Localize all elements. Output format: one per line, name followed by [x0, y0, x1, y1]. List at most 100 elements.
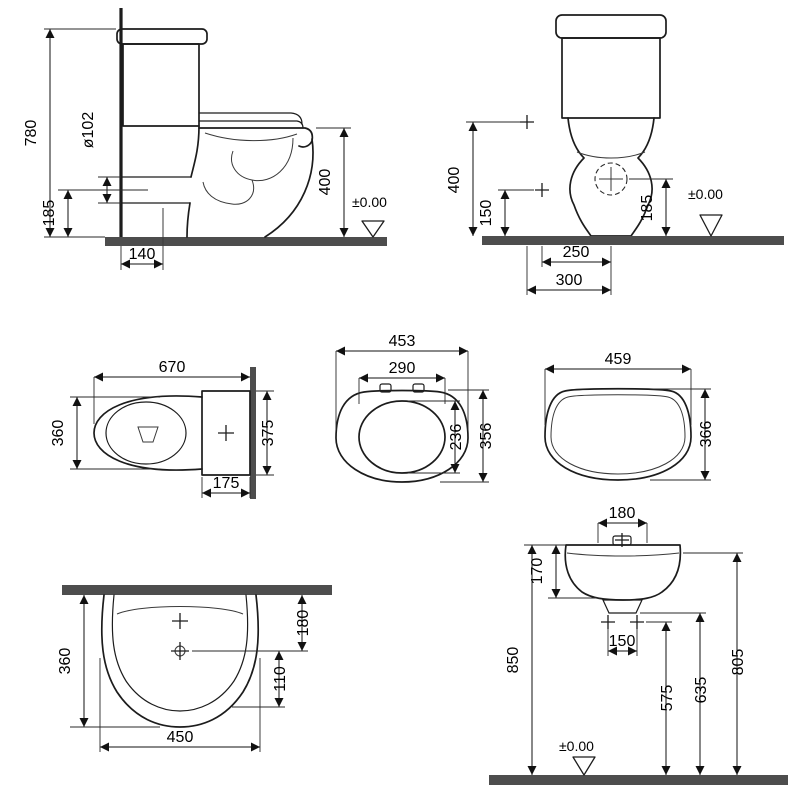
dimension-label: 150	[609, 633, 636, 650]
dim-plan-670: 670	[93, 359, 250, 424]
dim-front-400: 400	[446, 121, 520, 236]
seat-profile	[198, 112, 304, 129]
dimension-label: 175	[213, 475, 240, 492]
lid-outline	[544, 387, 692, 481]
cistern-plan-outline	[201, 390, 251, 476]
tap-deck-line	[116, 606, 244, 615]
floor-slab	[489, 775, 788, 785]
fixing-hole-marker	[520, 115, 534, 129]
cistern-center-marker	[218, 425, 234, 441]
dim-side-102: ø102	[80, 112, 121, 204]
seat-hinge	[412, 383, 425, 393]
datum-level-icon	[572, 756, 596, 776]
wall-line	[62, 585, 332, 595]
cistern-outline	[122, 43, 200, 127]
outlet-center-cross	[599, 167, 623, 191]
dimension-label: 805	[730, 649, 747, 676]
dimension-label: 375	[260, 420, 277, 447]
dim-side-400: 400	[316, 127, 351, 237]
basin-front-view-drawing: 180 170 150 850 575 635	[489, 505, 788, 785]
dim-basin-plan-360: 360	[57, 595, 160, 728]
datum-level-icon	[361, 220, 385, 238]
outlet-hidden-circle	[594, 162, 628, 196]
inner-rim-line	[204, 132, 298, 142]
dimension-label: 140	[129, 246, 156, 263]
basin-inner-rim	[111, 594, 249, 712]
dimension-label: 290	[389, 360, 416, 377]
dim-seat-236: 236	[408, 400, 465, 474]
basin-outline	[564, 544, 682, 601]
datum-label: ±0.00	[352, 194, 387, 210]
datum-level-icon	[699, 214, 723, 237]
dimension-label: 850	[505, 647, 522, 674]
dimension-label: 110	[272, 666, 289, 692]
dimension-label: 236	[448, 424, 465, 451]
dim-basin-front-850: 850	[505, 544, 566, 775]
dimension-label: 459	[605, 351, 632, 368]
seat-outline	[335, 389, 469, 483]
dim-front-250: 250	[541, 244, 612, 295]
dim-basin-front-635: 635	[640, 612, 710, 775]
dimension-label: 300	[556, 272, 583, 289]
dimension-label: 356	[478, 423, 495, 450]
bowl-plan-outline	[93, 395, 203, 471]
dimension-label: 150	[478, 200, 495, 227]
dimension-label: 185	[639, 195, 656, 222]
dimension-label: 575	[659, 685, 676, 712]
dim-basin-front-575: 575	[646, 621, 676, 775]
dim-side-780: 780	[23, 28, 116, 238]
dim-seat-290: 290	[358, 360, 446, 404]
dim-basin-plan-180: 180	[192, 595, 312, 652]
trapway-lines	[202, 137, 294, 205]
siphon-outline	[602, 599, 643, 614]
dimension-label: ø102	[80, 112, 97, 149]
dimension-label: 400	[317, 169, 334, 196]
drain-detail	[137, 426, 159, 443]
dim-front-300: 300	[526, 246, 611, 295]
basin-rim-line	[566, 552, 680, 557]
dimension-label: 180	[609, 505, 636, 522]
bowl-inner-rim	[105, 401, 187, 465]
dim-side-185: 185	[41, 189, 148, 237]
dimension-label: 453	[389, 333, 416, 350]
dimension-label: 360	[57, 648, 74, 675]
bowl-front-profile	[264, 138, 314, 238]
datum-front: ±0.00	[688, 186, 723, 237]
dim-seat-453: 453	[335, 333, 469, 430]
datum-label: ±0.00	[688, 186, 723, 202]
basin-plan-view-drawing: 360 180 110 450	[57, 585, 332, 752]
dimension-label: 635	[693, 677, 710, 704]
dim-lid-366: 366	[650, 388, 715, 481]
dimension-label: 185	[41, 200, 58, 227]
fixing-hole-marker	[601, 615, 615, 629]
cistern-lid-outline	[555, 14, 667, 39]
cistern-outline	[561, 37, 661, 119]
seat-plan-view-drawing: 453 290 236 356	[335, 333, 495, 483]
toilet-front-view-drawing: 400 150 185 250 300 ±0.00	[446, 14, 784, 295]
floor-slab	[482, 236, 784, 245]
wall-line	[250, 367, 256, 499]
fixing-hole-marker	[630, 615, 644, 629]
dimension-label: 366	[698, 421, 715, 448]
dim-seat-356: 356	[440, 389, 495, 483]
tap-hole-marker	[172, 613, 188, 629]
dimension-label: 180	[295, 610, 312, 637]
datum-side: ±0.00	[352, 194, 387, 238]
floor-slab	[105, 237, 387, 246]
datum-basin: ±0.00	[559, 738, 596, 776]
lid-plan-view-drawing: 459 366	[544, 351, 715, 481]
seat-hinge	[379, 383, 392, 393]
dim-front-150: 150	[478, 189, 534, 236]
seat-opening	[358, 400, 446, 474]
basin-outline	[100, 594, 260, 728]
toilet-side-view-drawing: 780 ø102 185 400 140 ±0.00	[23, 8, 387, 270]
dimension-label: 670	[159, 359, 186, 376]
overflow-center-marker	[171, 642, 189, 660]
dim-basin-front-150: 150	[607, 629, 638, 656]
dim-front-185: 185	[629, 178, 673, 236]
dim-basin-plan-110: 110	[232, 651, 289, 708]
dimension-label: 250	[563, 244, 590, 261]
dim-plan-375: 375	[256, 390, 277, 476]
